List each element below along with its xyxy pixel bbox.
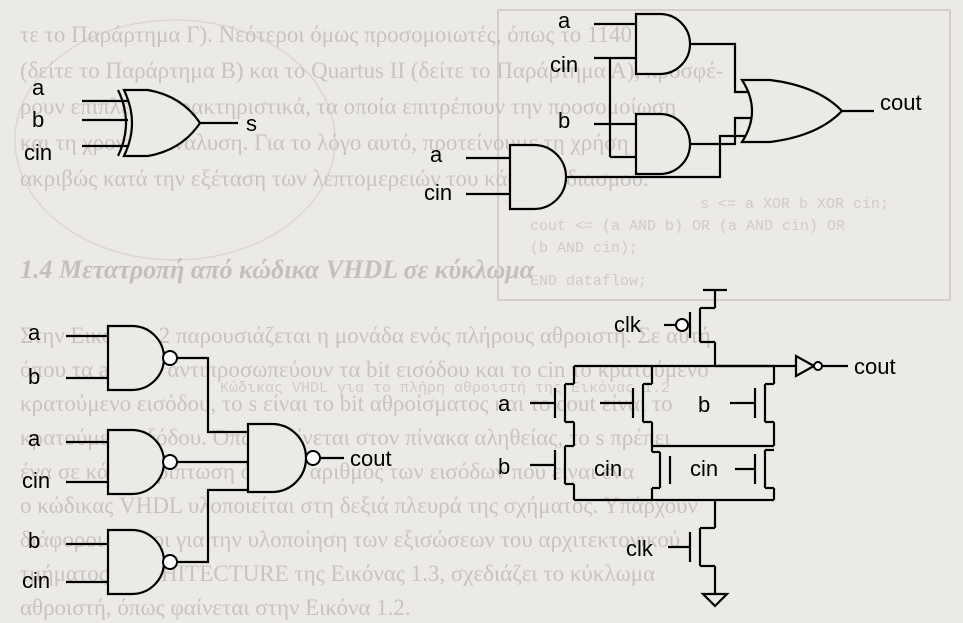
- cmos-output-cout-label: cout: [854, 354, 896, 379]
- xor-input-a-label: a: [32, 75, 45, 100]
- inverter-triangle: [794, 354, 817, 378]
- inverter-bubble: [813, 361, 823, 371]
- code-box: [497, 9, 951, 301]
- bg-line-1: τε το Παράρτημα Γ). Νεότεροι όμως προσομ…: [20, 22, 680, 47]
- faint-ellipse: [14, 19, 336, 261]
- bg-p-3: κρατούμενο εισόδου, το s είναι το bit αθ…: [20, 391, 673, 416]
- and-gate-1: [634, 12, 692, 76]
- xor-circuit: a b cin s: [24, 75, 257, 165]
- nand-g3-bubble: [162, 554, 178, 570]
- ground-symbol: [700, 592, 730, 608]
- nand-g2-cin-label: cin: [22, 468, 50, 493]
- bg-line-2: (δείτε το Παράρτημα Β) και το Quartus II…: [20, 58, 723, 83]
- clk-top-label: clk: [614, 312, 642, 337]
- bg-line-3: ρουν επιπλέον χαρακτηριστικά, τα οποία ε…: [20, 94, 676, 119]
- nand-gate-2: [106, 428, 166, 496]
- bg-code-3: (b AND cin);: [530, 240, 638, 257]
- xor-input-b-label: b: [32, 107, 44, 132]
- andor-circuit: a cin b a cin cout: [424, 8, 922, 211]
- cmos-label-b-right: b: [698, 392, 710, 417]
- cmos-label-b-left: b: [498, 454, 510, 479]
- pmos-gate-bubble: [675, 318, 689, 332]
- nand-gate-out: [246, 422, 308, 494]
- andor-output-cout-label: cout: [880, 90, 922, 115]
- or-gate: [739, 78, 844, 144]
- nand-out-bubble: [305, 450, 321, 466]
- nand-wire-g1-out: [177, 356, 248, 434]
- bg-code-1: s <= a XOR b XOR cin;: [700, 196, 889, 213]
- nand-g2-bubble: [162, 454, 178, 470]
- nand-g1-a-label: a: [28, 320, 41, 345]
- nand-g1-b-label: b: [28, 364, 40, 389]
- bg-code-4: END dataflow;: [530, 273, 647, 290]
- xor-input-cin-label: cin: [24, 140, 52, 165]
- bg-heading: 1.4 Μετατροπή από κώδικα VHDL σε κύκλωμα: [20, 255, 535, 284]
- cmos-label-a: a: [498, 391, 511, 416]
- bg-p-6: ο κώδικας VHDL υλοποιείται στη δεξιά πλε…: [20, 493, 698, 518]
- nand-wire-g3-out: [177, 488, 248, 564]
- and-gate-2: [634, 112, 692, 176]
- nand-gate-1: [106, 324, 166, 392]
- nand-circuit: a b a cin b cin cout: [22, 320, 392, 596]
- and-gate-3: [508, 143, 568, 211]
- nand-g3-cin-label: cin: [22, 568, 50, 593]
- andor-wire-g2-or: [690, 116, 755, 146]
- andor-g3-a-label: a: [430, 142, 443, 167]
- bg-caption: Κώδικας VHDL για το πλήρη αθροιστή της Ε…: [220, 380, 670, 397]
- cmos-label-cin-2: cin: [690, 456, 718, 481]
- nand-g2-a-label: a: [28, 426, 41, 451]
- nand-gate-3: [106, 528, 166, 596]
- andor-g1-a-label: a: [558, 8, 571, 33]
- clk-bottom-label: clk: [626, 536, 654, 561]
- andor-wire-g3-or: [566, 134, 750, 179]
- xor-extra-arc: [117, 89, 128, 157]
- xor-output-s-label: s: [246, 111, 257, 136]
- xor-gate: [122, 88, 202, 158]
- nand-g3-b-label: b: [28, 528, 40, 553]
- bg-code-2: cout <= (a AND b) OR (a AND cin) OR: [530, 218, 845, 235]
- bg-line-4: και τη χρονική ανάλυση. Για το λόγο αυτό…: [20, 130, 676, 155]
- andor-g3-cin-label: cin: [424, 180, 452, 205]
- cmos-label-cin-1: cin: [594, 456, 622, 481]
- cmos-circuit: clk cout a b: [498, 288, 896, 608]
- bg-p-9: αθροιστή, όπως φαίνεται στην Εικόνα 1.2.: [20, 595, 411, 620]
- nand-g1-bubble: [162, 350, 178, 366]
- andor-g1-cin-label: cin: [550, 52, 578, 77]
- nand-output-cout-label: cout: [350, 446, 392, 471]
- andor-wire-g1-or: [690, 42, 750, 94]
- andor-g2-b-label: b: [558, 108, 570, 133]
